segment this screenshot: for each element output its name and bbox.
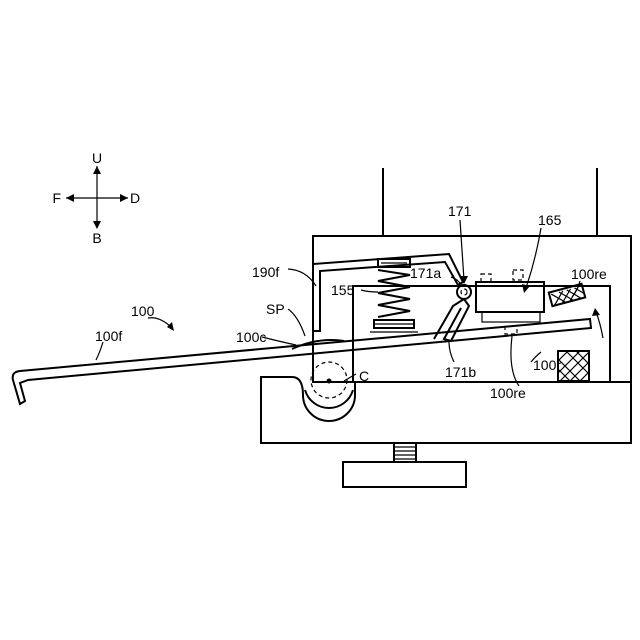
label-d: D: [130, 190, 140, 206]
label-b: B: [92, 230, 101, 246]
ref-sp: SP: [266, 301, 285, 317]
direction-compass: U B F D: [52, 150, 140, 246]
stopper-top: [549, 284, 585, 306]
outer-housing: [313, 236, 631, 382]
stopper-bottom: [558, 351, 589, 381]
ref-171a: 171a: [410, 265, 441, 281]
ref-171: 171: [448, 203, 472, 219]
label-f: F: [52, 190, 61, 206]
ref-100: 100: [131, 303, 155, 319]
base-block: [261, 377, 631, 443]
label-u: U: [92, 150, 102, 166]
actuator-165: [476, 270, 544, 322]
rotation-arrow-right: [596, 312, 603, 338]
ref-100re-top: 100re: [571, 266, 607, 282]
ref-190f: 190f: [252, 264, 279, 280]
ref-100r: 100r: [533, 357, 561, 373]
leader-lines: [96, 220, 580, 386]
ref-155: 155: [331, 282, 355, 298]
ref-100f: 100f: [95, 328, 122, 344]
ref-c: C: [359, 368, 369, 384]
base-foot: [343, 462, 466, 487]
support-post: [343, 443, 466, 487]
ref-171b: 171b: [445, 364, 476, 380]
ref-100c: 100c: [236, 329, 266, 345]
ref-165: 165: [538, 212, 562, 228]
ref-100re-bottom: 100re: [490, 385, 526, 401]
hanging-rods: [383, 168, 597, 236]
